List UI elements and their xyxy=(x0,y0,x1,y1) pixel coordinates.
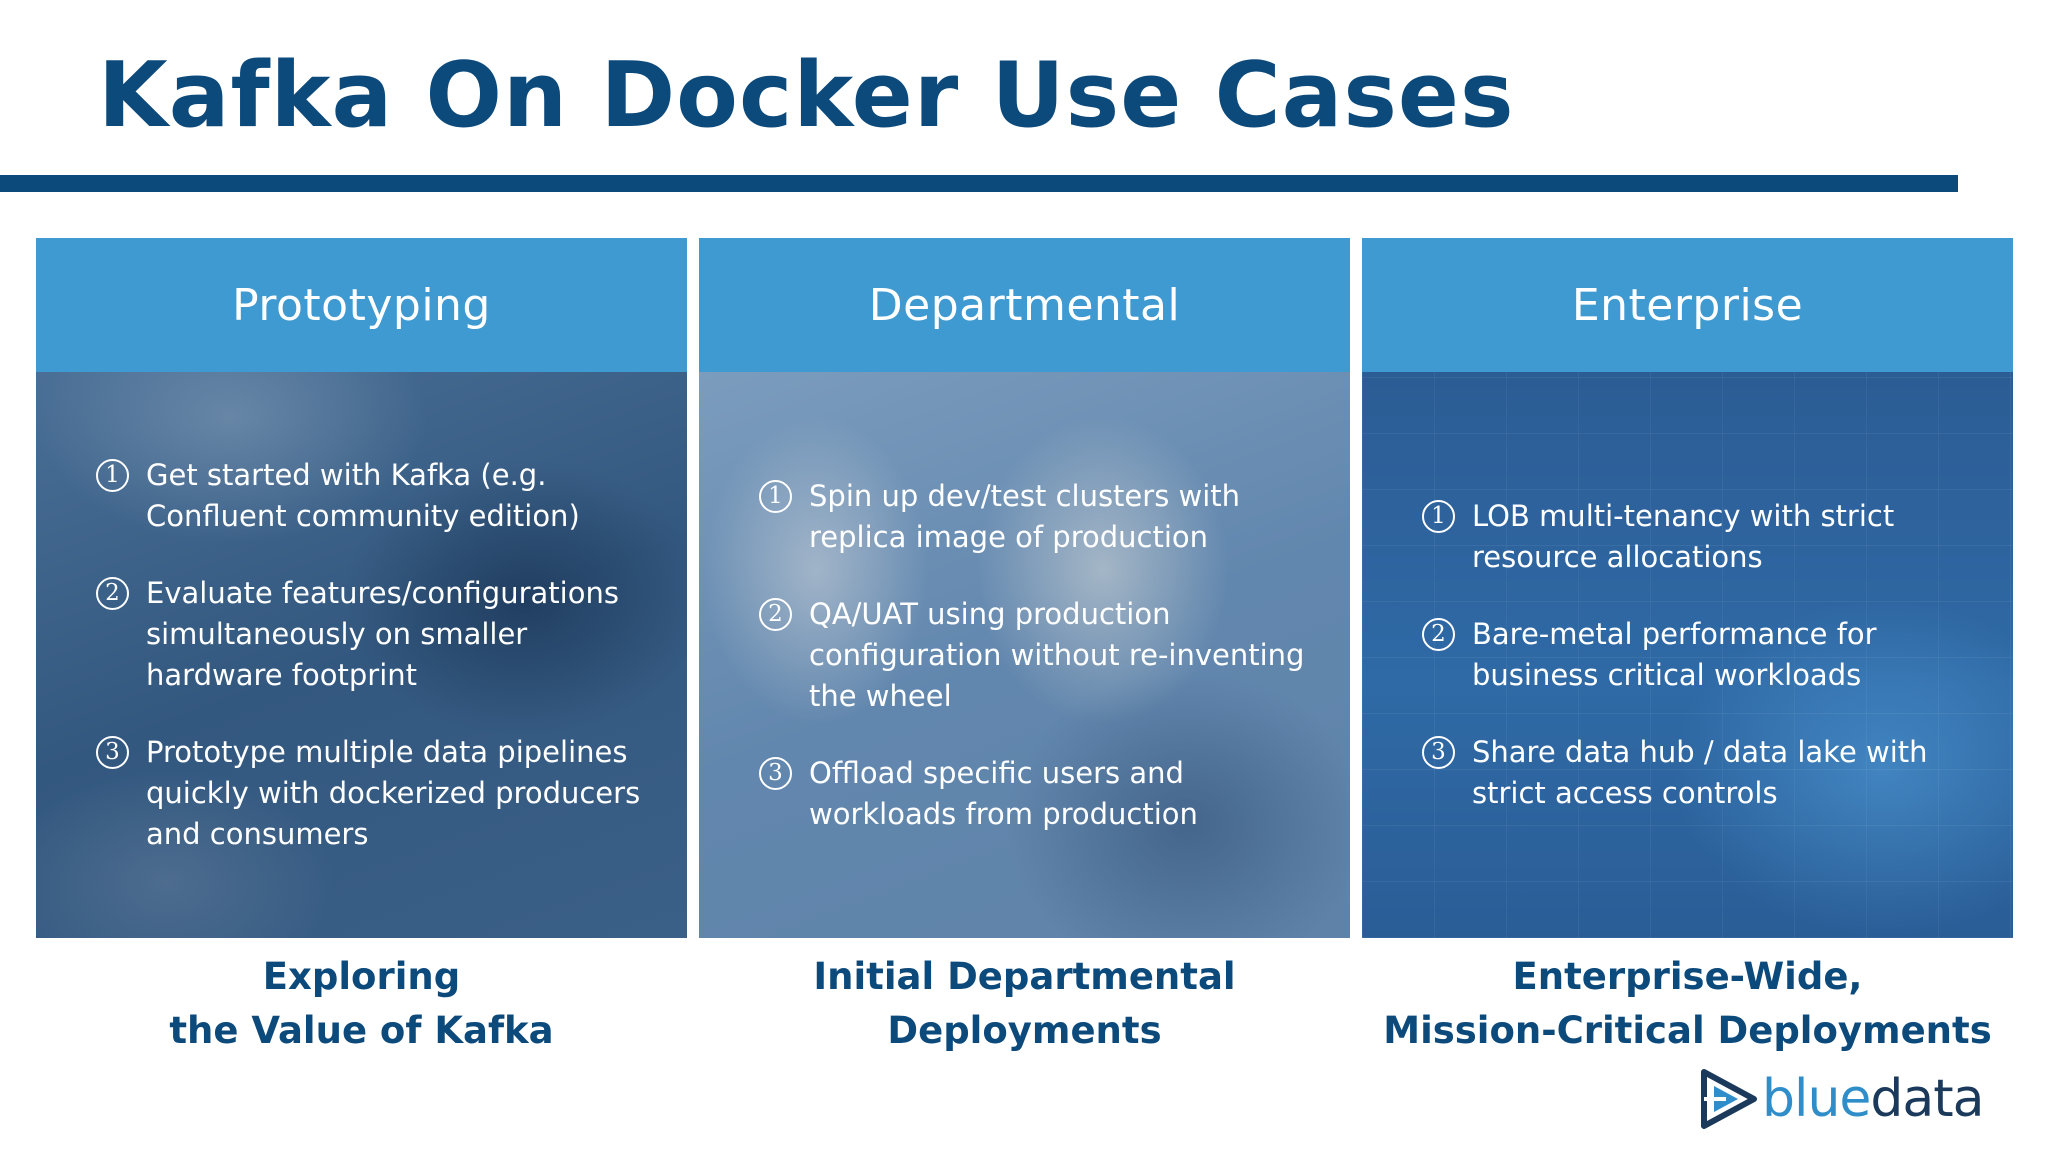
number-2-icon: 2 xyxy=(759,597,792,631)
column-caption-prototyping: Exploring the Value of Kafka xyxy=(36,950,687,1058)
column-body: 1 Get started with Kafka (e.g. Confluent… xyxy=(36,372,687,938)
list-item: 2 QA/UAT using production configuration … xyxy=(759,594,1310,717)
caption-line: Exploring xyxy=(262,955,461,998)
list-item: 3 Share data hub / data lake with strict… xyxy=(1422,732,1973,814)
number-3-icon: 3 xyxy=(1422,736,1455,769)
column-body: 1 LOB multi-tenancy with strict resource… xyxy=(1362,372,2013,938)
list-item: 1 Get started with Kafka (e.g. Confluent… xyxy=(96,455,647,537)
list-item: 3 Offload specific users and workloads f… xyxy=(759,753,1310,835)
number-1-icon: 1 xyxy=(1422,500,1455,533)
number-1-icon: 1 xyxy=(96,459,129,492)
list-item-text: Share data hub / data lake with strict a… xyxy=(1472,735,1928,810)
number-1-icon: 1 xyxy=(759,479,792,513)
number-2-icon: 2 xyxy=(1422,618,1455,651)
column-caption-enterprise: Enterprise-Wide, Mission-Critical Deploy… xyxy=(1362,950,2013,1058)
use-case-column-enterprise: Enterprise 1 LOB multi-tenancy with stri… xyxy=(1362,238,2013,938)
caption-line: Mission-Critical Deployments xyxy=(1383,1009,1992,1052)
number-3-icon: 3 xyxy=(759,756,792,790)
column-caption-departmental: Initial Departmental Deployments xyxy=(699,950,1350,1058)
list-item: 2 Evaluate features/configurations simul… xyxy=(96,573,647,696)
column-header: Enterprise xyxy=(1362,238,2013,372)
use-case-column-prototyping: Prototyping 1 Get started with Kafka (e.… xyxy=(36,238,687,938)
list-item-text: Bare-metal performance for business crit… xyxy=(1472,617,1877,692)
slide-title: Kafka On Docker Use Cases xyxy=(98,43,1515,148)
logo-wordmark: bluedata xyxy=(1762,1069,1985,1129)
logo-wordmark-blue: blue xyxy=(1762,1069,1871,1129)
list-item-text: QA/UAT using production configuration wi… xyxy=(809,596,1305,713)
bluedata-logo: bluedata xyxy=(1700,1068,1985,1130)
bluedata-triangle-logo-icon xyxy=(1700,1068,1758,1130)
list-item-text: LOB multi-tenancy with strict resource a… xyxy=(1472,499,1895,574)
list-item-text: Offload specific users and workloads fro… xyxy=(809,755,1198,831)
column-header-label: Enterprise xyxy=(1571,279,1804,331)
caption-line: the Value of Kafka xyxy=(169,1009,554,1052)
list-item: 1 LOB multi-tenancy with strict resource… xyxy=(1422,496,1973,578)
column-header-label: Departmental xyxy=(868,279,1181,331)
list-item-text: Get started with Kafka (e.g. Confluent c… xyxy=(146,458,580,533)
column-header-label: Prototyping xyxy=(232,279,491,331)
number-2-icon: 2 xyxy=(96,577,129,610)
column-header: Departmental xyxy=(699,238,1350,372)
column-header: Prototyping xyxy=(36,238,687,372)
list-item: 2 Bare-metal performance for business cr… xyxy=(1422,614,1973,696)
list-item-text: Evaluate features/configurations simulta… xyxy=(146,576,619,692)
caption-line: Deployments xyxy=(887,1009,1162,1052)
list-item: 1 Spin up dev/test clusters with replica… xyxy=(759,476,1310,558)
list-item-text: Spin up dev/test clusters with replica i… xyxy=(809,478,1241,554)
list-item-text: Prototype multiple data pipelines quickl… xyxy=(146,735,641,851)
number-3-icon: 3 xyxy=(96,736,129,769)
title-divider xyxy=(0,175,1958,192)
caption-line: Initial Departmental xyxy=(813,955,1236,998)
column-body: 1 Spin up dev/test clusters with replica… xyxy=(699,372,1350,938)
logo-wordmark-data: data xyxy=(1870,1069,1984,1129)
use-case-column-departmental: Departmental 1 Spin up dev/test clusters… xyxy=(699,238,1350,938)
list-item: 3 Prototype multiple data pipelines quic… xyxy=(96,732,647,855)
caption-line: Enterprise-Wide, xyxy=(1512,955,1863,998)
